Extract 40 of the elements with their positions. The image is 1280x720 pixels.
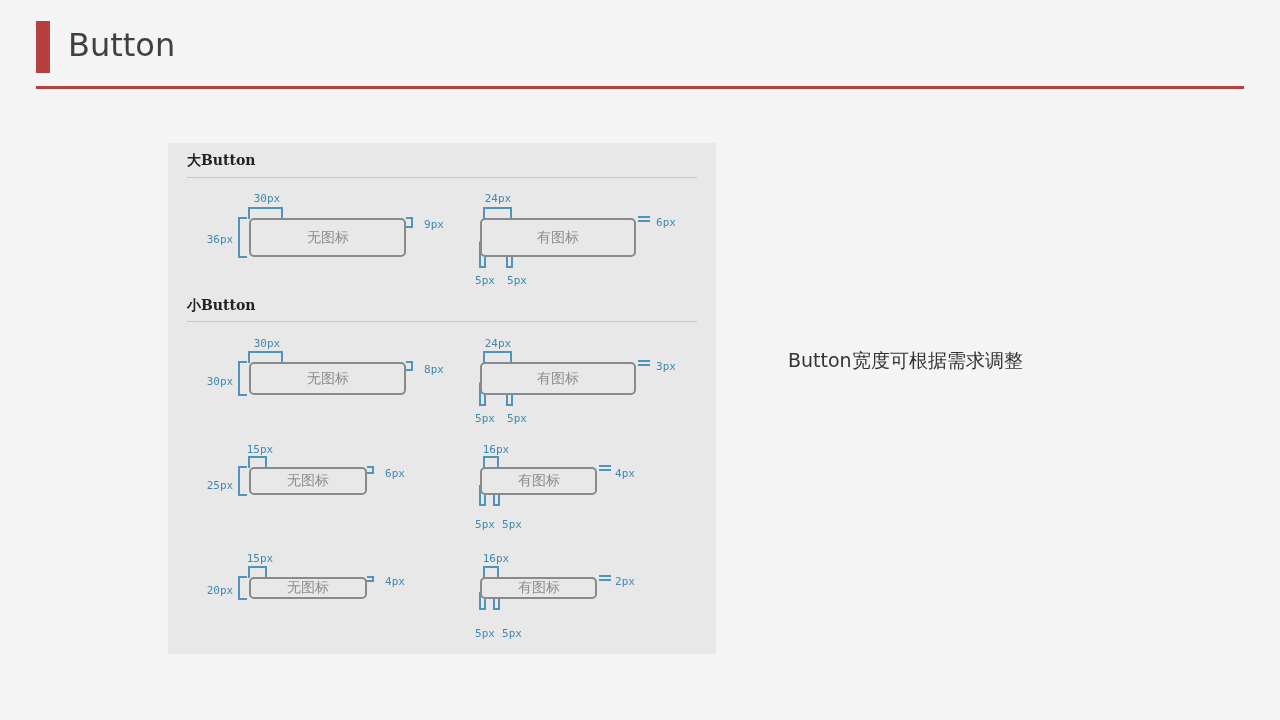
dimension-label: 36px xyxy=(206,232,234,246)
dimension-label: 15px xyxy=(246,551,274,565)
dimension-label: 30px xyxy=(253,336,281,350)
dimension-label: 9px xyxy=(424,217,444,231)
button-text: 无图标 xyxy=(305,228,350,247)
dimension-label: 16px xyxy=(482,442,510,456)
dimension-label: 6px xyxy=(656,215,676,229)
dimension-label: 24px xyxy=(484,336,512,350)
dimension-label: 5px xyxy=(475,517,495,531)
dimension-label: 20px xyxy=(206,583,234,597)
button-text: 有图标 xyxy=(536,228,580,247)
dimension-label: 15px xyxy=(246,442,274,456)
dimension-label: 6px xyxy=(385,466,405,480)
button-text: 有图标 xyxy=(516,472,561,490)
dimension-label: 30px xyxy=(253,191,281,205)
button-text: 有图标 xyxy=(536,369,580,388)
slide-title: Button xyxy=(68,26,176,64)
dimension-label: 4px xyxy=(385,574,405,588)
dimension-label: 5px xyxy=(475,273,495,287)
dimension-label: 5px xyxy=(475,626,495,640)
dimension-label: 25px xyxy=(206,478,234,492)
button-text: 无图标 xyxy=(305,369,350,388)
button-text: 有图标 xyxy=(516,579,561,597)
section-heading: 大Button xyxy=(187,152,256,170)
dimension-label: 8px xyxy=(424,362,444,376)
dimension-label: 5px xyxy=(502,517,522,531)
dimension-label: 5px xyxy=(475,411,495,425)
dimension-label: 4px xyxy=(615,466,635,480)
dimension-label: 5px xyxy=(502,626,522,640)
dimension-label: 30px xyxy=(206,374,234,388)
note-text: Button宽度可根据需求调整 xyxy=(788,348,1023,373)
section-heading: 小Button xyxy=(187,297,256,315)
dimension-label: 3px xyxy=(656,359,676,373)
dimension-label: 24px xyxy=(484,191,512,205)
dimension-label: 5px xyxy=(507,273,527,287)
button-text: 无图标 xyxy=(286,472,330,490)
dimension-label: 16px xyxy=(482,551,510,565)
dimension-label: 2px xyxy=(615,574,635,588)
button-text: 无图标 xyxy=(286,579,330,597)
dimension-label: 5px xyxy=(507,411,527,425)
